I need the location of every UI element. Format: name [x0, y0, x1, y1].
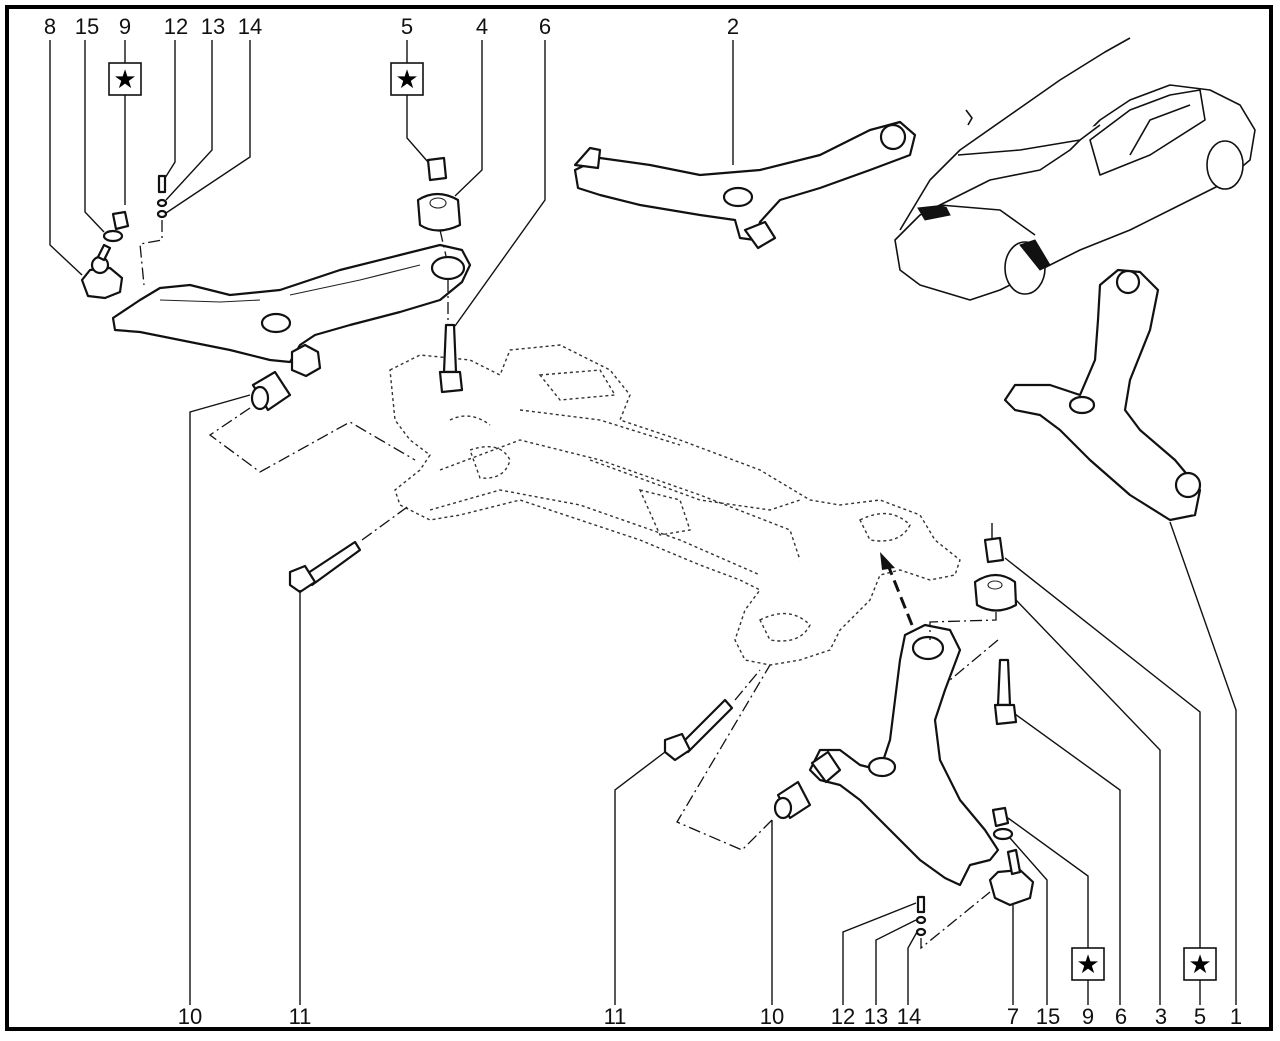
- bolt-12-left: [157, 174, 167, 194]
- nut-14-left: [156, 209, 168, 219]
- washer-left: [102, 229, 124, 243]
- self-locking-nut-left: [426, 156, 448, 182]
- washer-13-right: [915, 915, 927, 925]
- ball-joint-nut-right: [991, 806, 1010, 828]
- self-locking-nut-right: [983, 536, 1005, 564]
- front-bushing-left: [250, 370, 292, 412]
- star-icon: ★: [395, 65, 418, 95]
- ball-joint-right: [988, 848, 1035, 907]
- callout-5: 5: [1194, 1004, 1206, 1029]
- callout-9: 9: [119, 14, 131, 39]
- star-icon: ★: [1188, 950, 1211, 980]
- ball-joint-left: [80, 243, 124, 300]
- callout-13: 13: [864, 1004, 888, 1029]
- callout-14: 14: [238, 14, 262, 39]
- callout-11: 11: [604, 1004, 627, 1029]
- star-box-5-bottom: ★: [1183, 947, 1217, 981]
- callout-14: 14: [897, 1004, 921, 1029]
- callout-6: 6: [1115, 1004, 1127, 1029]
- diagram-frame: [5, 5, 1273, 1031]
- front-bushing-right: [773, 780, 812, 820]
- lower-control-arm-right-exploded: [808, 623, 1000, 887]
- install-direction-arrow: [886, 564, 914, 626]
- callout-5: 5: [401, 14, 413, 39]
- silent-block-left: [416, 192, 462, 232]
- bolt-12-right: [916, 895, 926, 914]
- callout-10: 10: [760, 1004, 784, 1029]
- callout-13: 13: [201, 14, 225, 39]
- callout-2: 2: [727, 14, 739, 39]
- silent-block-right: [973, 573, 1018, 612]
- star-box-9-bottom: ★: [1071, 947, 1105, 981]
- callout-10: 10: [178, 1004, 202, 1029]
- star-box-9-top: ★: [108, 62, 142, 96]
- right-lower-control-arm: [1003, 268, 1202, 522]
- washer-13-left: [156, 198, 168, 208]
- rear-bolt-left: [438, 323, 464, 394]
- callout-1: 1: [1230, 1004, 1242, 1029]
- leader-lines-top: [49, 40, 734, 327]
- arrow-head-icon: [880, 552, 895, 570]
- washer-right: [992, 827, 1014, 841]
- callout-15: 15: [1036, 1004, 1060, 1029]
- star-icon: ★: [113, 65, 136, 95]
- front-bolt-right: [663, 698, 734, 762]
- left-lower-control-arm: [111, 243, 472, 378]
- callout-9: 9: [1082, 1004, 1094, 1029]
- callout-15: 15: [75, 14, 99, 39]
- callout-7: 7: [1007, 1004, 1019, 1029]
- nut-14-right: [915, 927, 927, 937]
- callout-12: 12: [831, 1004, 855, 1029]
- front-bolt-left: [288, 540, 362, 594]
- rear-bolt-right: [993, 658, 1018, 726]
- ball-joint-nut-left: [111, 210, 130, 231]
- callout-12: 12: [164, 14, 188, 39]
- star-icon: ★: [1076, 950, 1099, 980]
- lower-control-arm-assembled: [573, 120, 917, 250]
- leader-lines-bottom: [189, 394, 1237, 1005]
- callout-4: 4: [476, 14, 488, 39]
- callout-11: 11: [289, 1004, 312, 1029]
- callout-3: 3: [1155, 1004, 1167, 1029]
- subframe-ghost: [389, 344, 961, 666]
- callout-8: 8: [44, 14, 56, 39]
- callouts-top: 8 15 9 12 13 14 5 4 6 2: [44, 14, 739, 39]
- callout-6: 6: [539, 14, 551, 39]
- callouts-bottom: 10 11 11 10 12 13 14 7 15 9 6 3 5 1: [178, 1004, 1242, 1029]
- vehicle-location-illustration: [894, 37, 1256, 301]
- star-box-5-top: ★: [390, 62, 424, 96]
